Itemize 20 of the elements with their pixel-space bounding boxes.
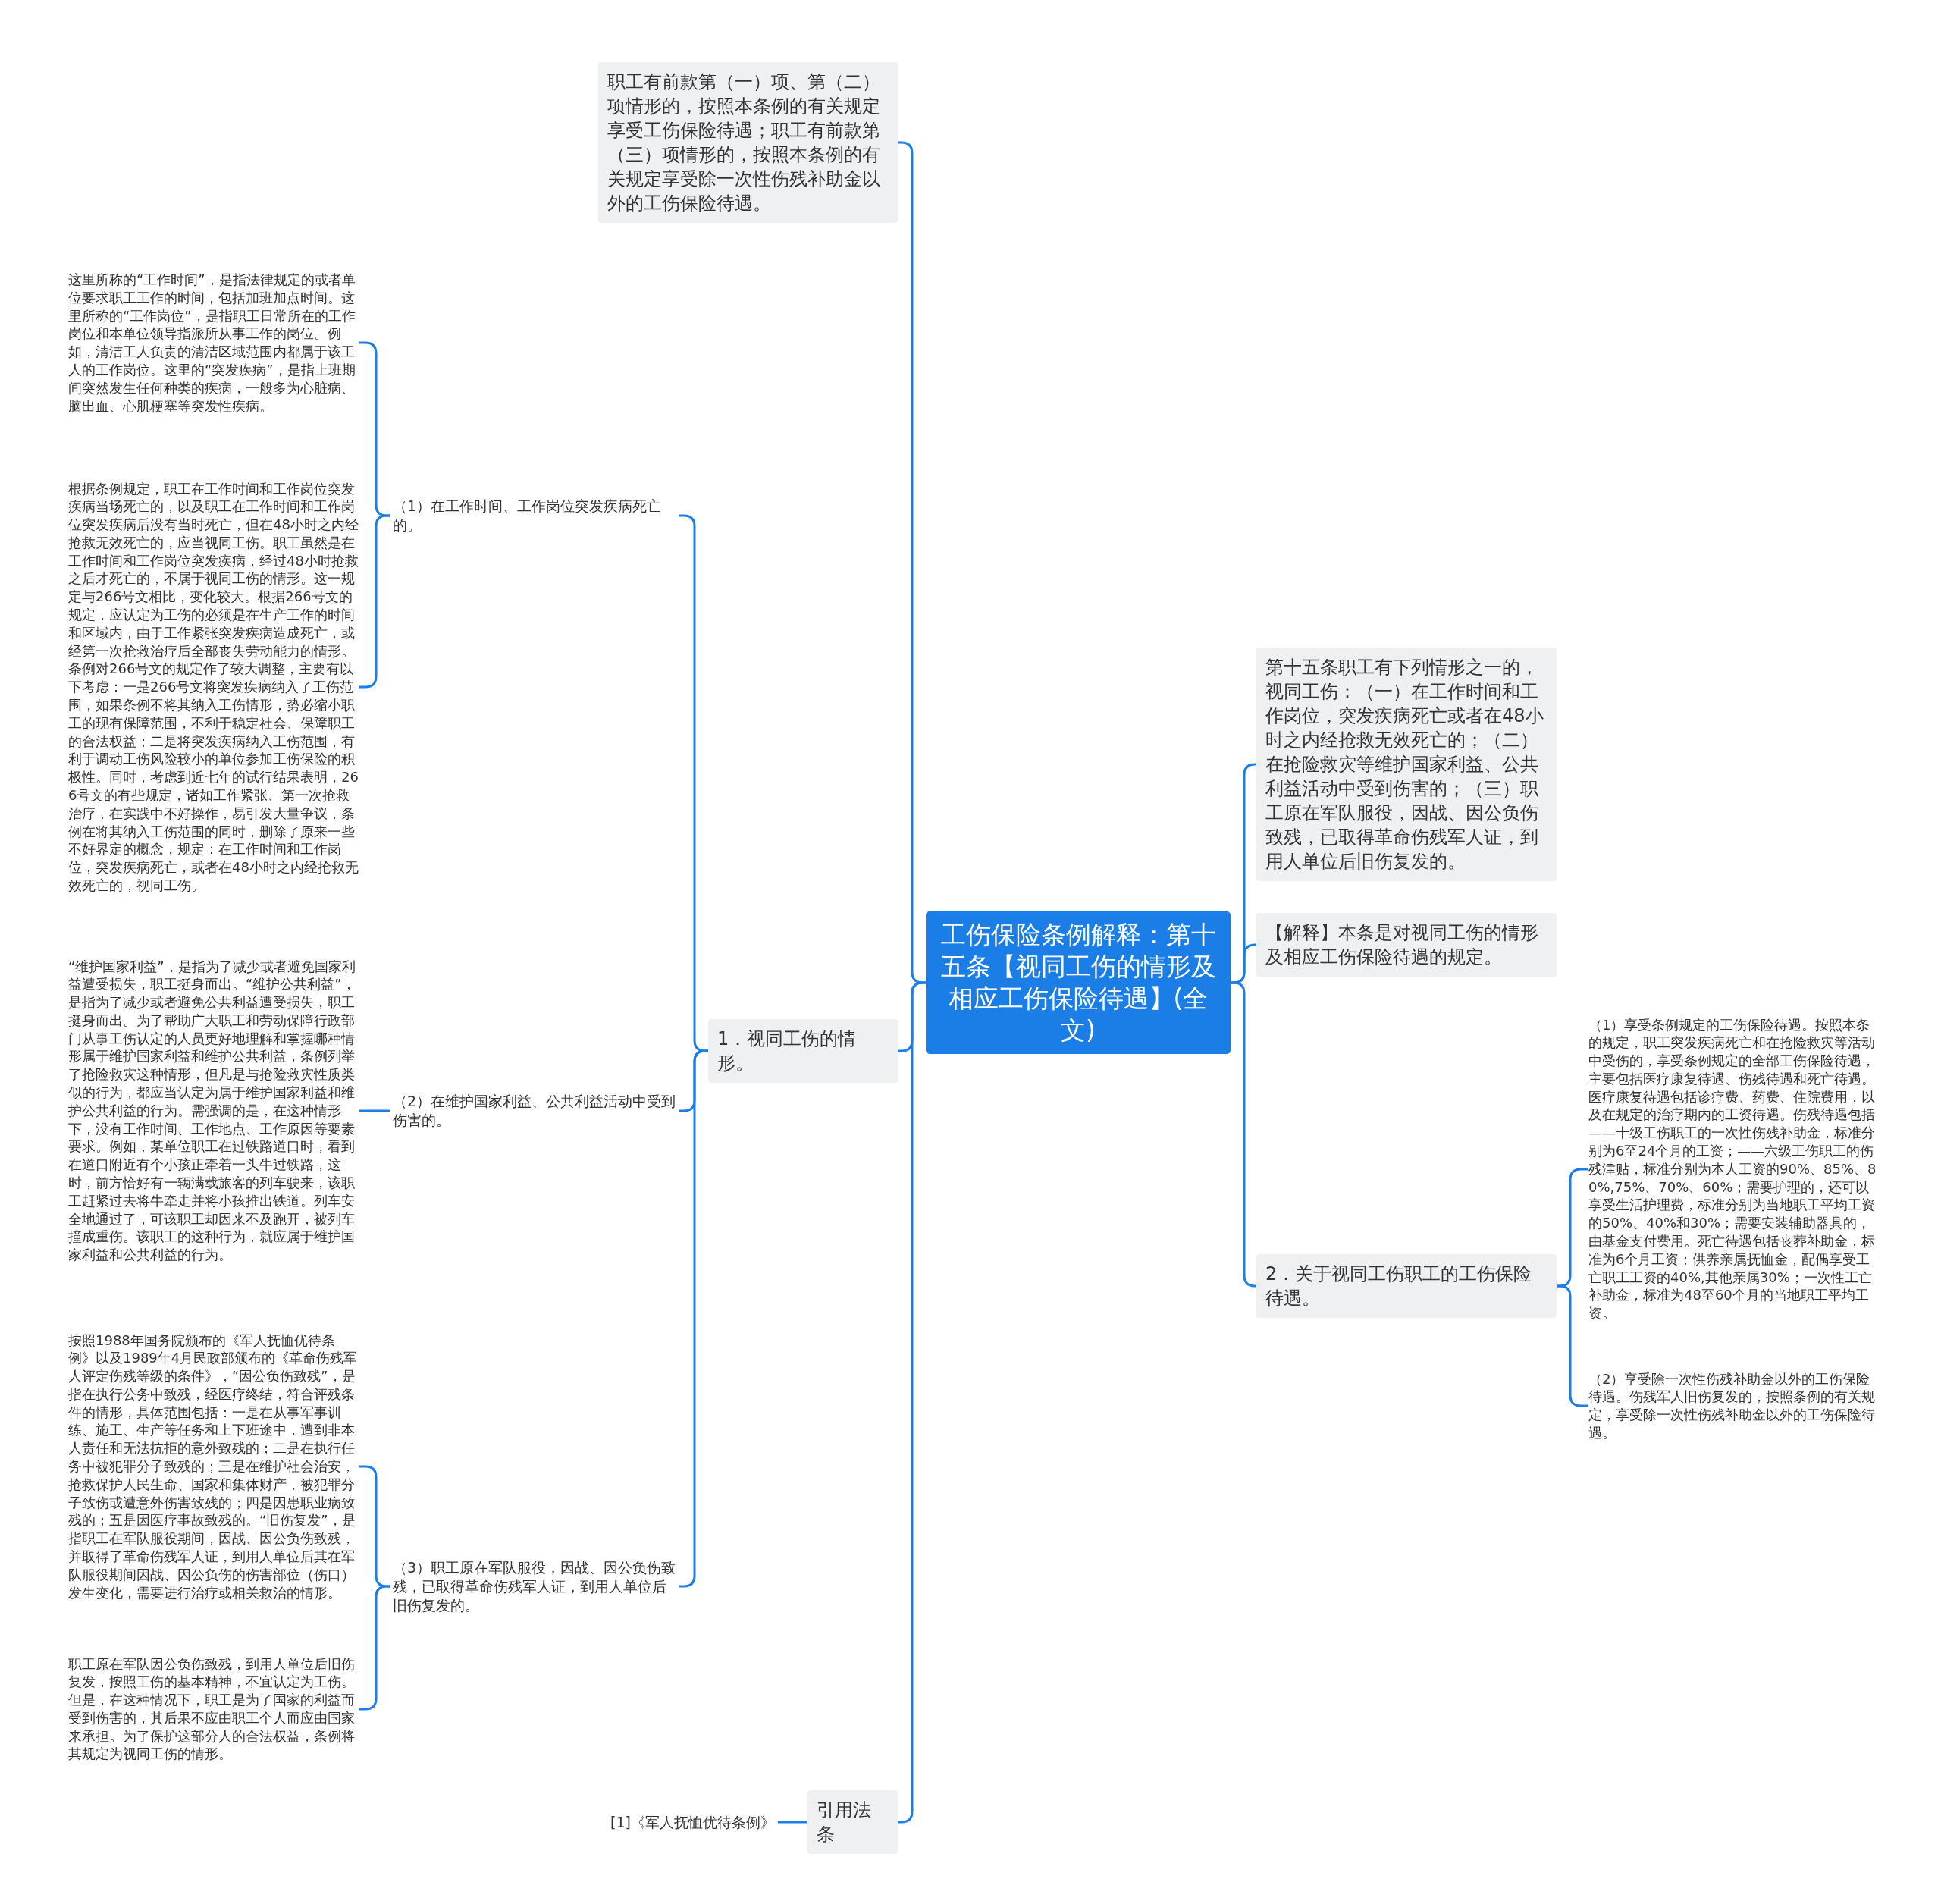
note-paragraph: 职工原在军队因公负伤致残，到用人单位后旧伤复发，按照工伤的基本精神，不宜认定为工伤。但是，在这种情况下，职工是为了国家的利益而受到伤害的，其后果不应由职工个人而应由国家来承担。为了保护这部分人的合法权益，条例将其规定为视同工伤的情形。 — [68, 1655, 359, 1764]
note-paragraph: 根据条例规定，职工在工作时间和工作岗位突发疾病当场死亡的，以及职工在工作时间和工作岗位突发疾病后没有当时死亡，但在48小时之内经抢救无效死亡的，应当视同工伤。职工虽然是在工作时间和工作岗位突发疾病，经过48小时抢救之后才死亡的，不属于视同工伤的情形。这一规定与266号文相比，变化较大。根据266号文的规定，应认定为工伤的必须是在生产工作的时间和区域内，由于工作紧张突发疾病造成死亡，或经第一次抢救治疗后全部丧失劳动能力的情形。条例对266号文的规定作了较大调整，主要有以下考虑：一是266号文将突发疾病纳入了工伤范围，如果条例不将其纳入工伤情形，势必缩小职工的现有保障范围，不利于稳定社会、保障职工的合法权益；二是将突发疾病纳入工伤范围，有利于调动工伤风险较小的单位参加工伤保险的积极性。同时，考虑到近七年的试行结果表明，266号文的有些规定，诸如工作紧张、第一次抢救治疗，在实践中不好操作，易引发大量争议，条例在将其纳入工伤范围的同时，删除了原来一些不好界定的概念，规定：在工作时间和工作岗位，突发疾病死亡，或者在48小时之内经抢救无效死亡的，视同工伤。 — [68, 479, 359, 895]
note-paragraph: 按照1988年国务院颁布的《军人抚恤优待条例》以及1989年4月民政部颁布的《革命伤残军人评定伤残等级的条件》，“因公负伤致残”，是指在执行公务中致残，经医疗终结，符合评残条件的情形，具体范围包括：一是在从事军事训练、施工、生产等任务和上下班途中，遭到非本人责任和无法抗拒的意外致残的；二是在执行任务中被犯罪分子致残的；三是在维护社会治安，抢救保护人民生命、国家和集体财产，被犯罪分子致伤或遭意外伤害致残的；四是因患职业病致残的；五是因医疗事故致残的。“旧伤复发”，是指职工在军队服役期间，因战、因公负伤致残，并取得了革命伤残军人证，到用人单位后其在军队服役期间因战、因公负伤的伤害部位（伤口）发生变化，需要进行治疗或相关救治的情形。 — [68, 1331, 359, 1602]
note-paragraph: 这里所称的“工作时间”，是指法律规定的或者单位要求职工工作的时间，包括加班加点时间。这里所称的“工作岗位”，是指职工日常所在的工作岗位和本单位领导指派所从事工作的岗位。例如，清洁工人负责的清洁区域范围内都属于该工人的工作岗位。这里的“突发疾病”，是指上班期间突然发生任何种类的疾病，一般多为心脏病、脑出血、心肌梗塞等突发性疾病。 — [68, 271, 359, 416]
topic-box: 2．关于视同工伤职工的工伤保险待遇。 — [1256, 1254, 1557, 1318]
connector-line — [359, 1109, 390, 1112]
branch-text: （2）在维护国家利益、公共利益活动中受到伤害的。 — [390, 1090, 679, 1131]
topic-box: 【解释】本条是对视同工伤的情形及相应工伤保险待遇的规定。 — [1256, 913, 1557, 977]
note-paragraph: “维护国家利益”，是指为了减少或者避免国家利益遭受损失，职工挺身而出。“维护公共利益”，是指为了减少或者避免公共利益遭受损失，职工挺身而出。为了帮助广大职工和劳动保障行政部门从事工伤认定的人员更好地理解和掌握哪种情形属于维护国家利益和维护公共利益，条例列举了抢险救灾这种情形，但凡是与抢险救灾性质类似的行为，都应当认定为属于维护国家利益和维护公共利益的行为。需强调的是，在这种情形下，没有工作时间、工作地点、工作原因等要素要求。例如，某单位职工在过铁路道口时，看到在道口附近有个小孩正牵着一头牛过铁路，这时，前方恰好有一辆满载旅客的列车驶来，该职工赶紧过去将牛牵走并将小孩推出铁道。列车安全地通过了，可该职工却因来不及跑开，被列车撞成重伤。该职工的这种行为，就应属于维护国家利益和公共利益的行为。 — [68, 957, 359, 1265]
note-paragraph: （2）享受除一次性伤残补助金以外的工伤保险待遇。伤残军人旧伤复发的，按照条例的有关规定，享受除一次性伤残补助金以外的工伤保险待遇。 — [1588, 1369, 1880, 1442]
topic-box: 1．视同工伤的情形。 — [708, 1019, 898, 1083]
note-paragraph: （1）享受条例规定的工伤保险待遇。按照本条的规定，职工突发疾病死亡和在抢险救灾等活动中受伤的，享受条例规定的全部工伤保险待遇，主要包括医疗康复待遇、伤残待遇和死亡待遇。医疗康复待遇包括诊疗费、药费、住院费用，以及在规定的治疗期内的工资待遇。伤残待遇包括——十级工伤职工的一次性伤残补助金，标准分别为6至24个月的工资；——六级工伤职工的伤残津贴，标准分别为本人工资的90%、85%、80%,75%、70%、60%；需要护理的，还可以享受生活护理费，标准分别为当地职工平均工资的50%、40%和30%；需要安装辅助器具的，由基金支付费用。死亡待遇包括丧葬补助金，标准为6个月工资；供养亲属抚恤金，配偶享受工亡职工工资的40%,其他亲属30%；一次性工亡补助金，标准为48至60个月的当地职工平均工资。 — [1588, 1015, 1880, 1323]
topic-box: 第十五条职工有下列情形之一的，视同工伤：（一）在工作时间和工作岗位，突发疾病死亡或者在48小时之内经抢救无效死亡的；（二）在抢险救灾等维护国家利益、公共利益活动中受到伤害的；（三）职工原在军队服役，因战、因公负伤致残，已取得革命伤残军人证，到用人单位后旧伤复发的。 — [1256, 648, 1557, 881]
topic-box: 引用法条 — [807, 1790, 898, 1854]
branch-text: （3）职工原在军队服役，因战、因公负伤致残，已取得革命伤残军人证，到用人单位后旧伤复发的。 — [390, 1556, 679, 1617]
topic-box: 职工有前款第（一）项、第（二）项情形的，按照本条例的有关规定享受工伤保险待遇；职工有前款第（三）项情形的，按照本条例的有关规定享受除一次性伤残补助金以外的工伤保险待遇。 — [598, 62, 898, 223]
central-topic-box: 工伤保险条例解释：第十五条【视同工伤的情形及相应工伤保险待遇】(全文) — [926, 911, 1231, 1054]
branch-text: [1]《军人抚恤优待条例》 — [607, 1811, 778, 1833]
connector-line — [778, 1821, 807, 1824]
branch-text: （1）在工作时间、工作岗位突发疾病死亡的。 — [390, 495, 679, 536]
